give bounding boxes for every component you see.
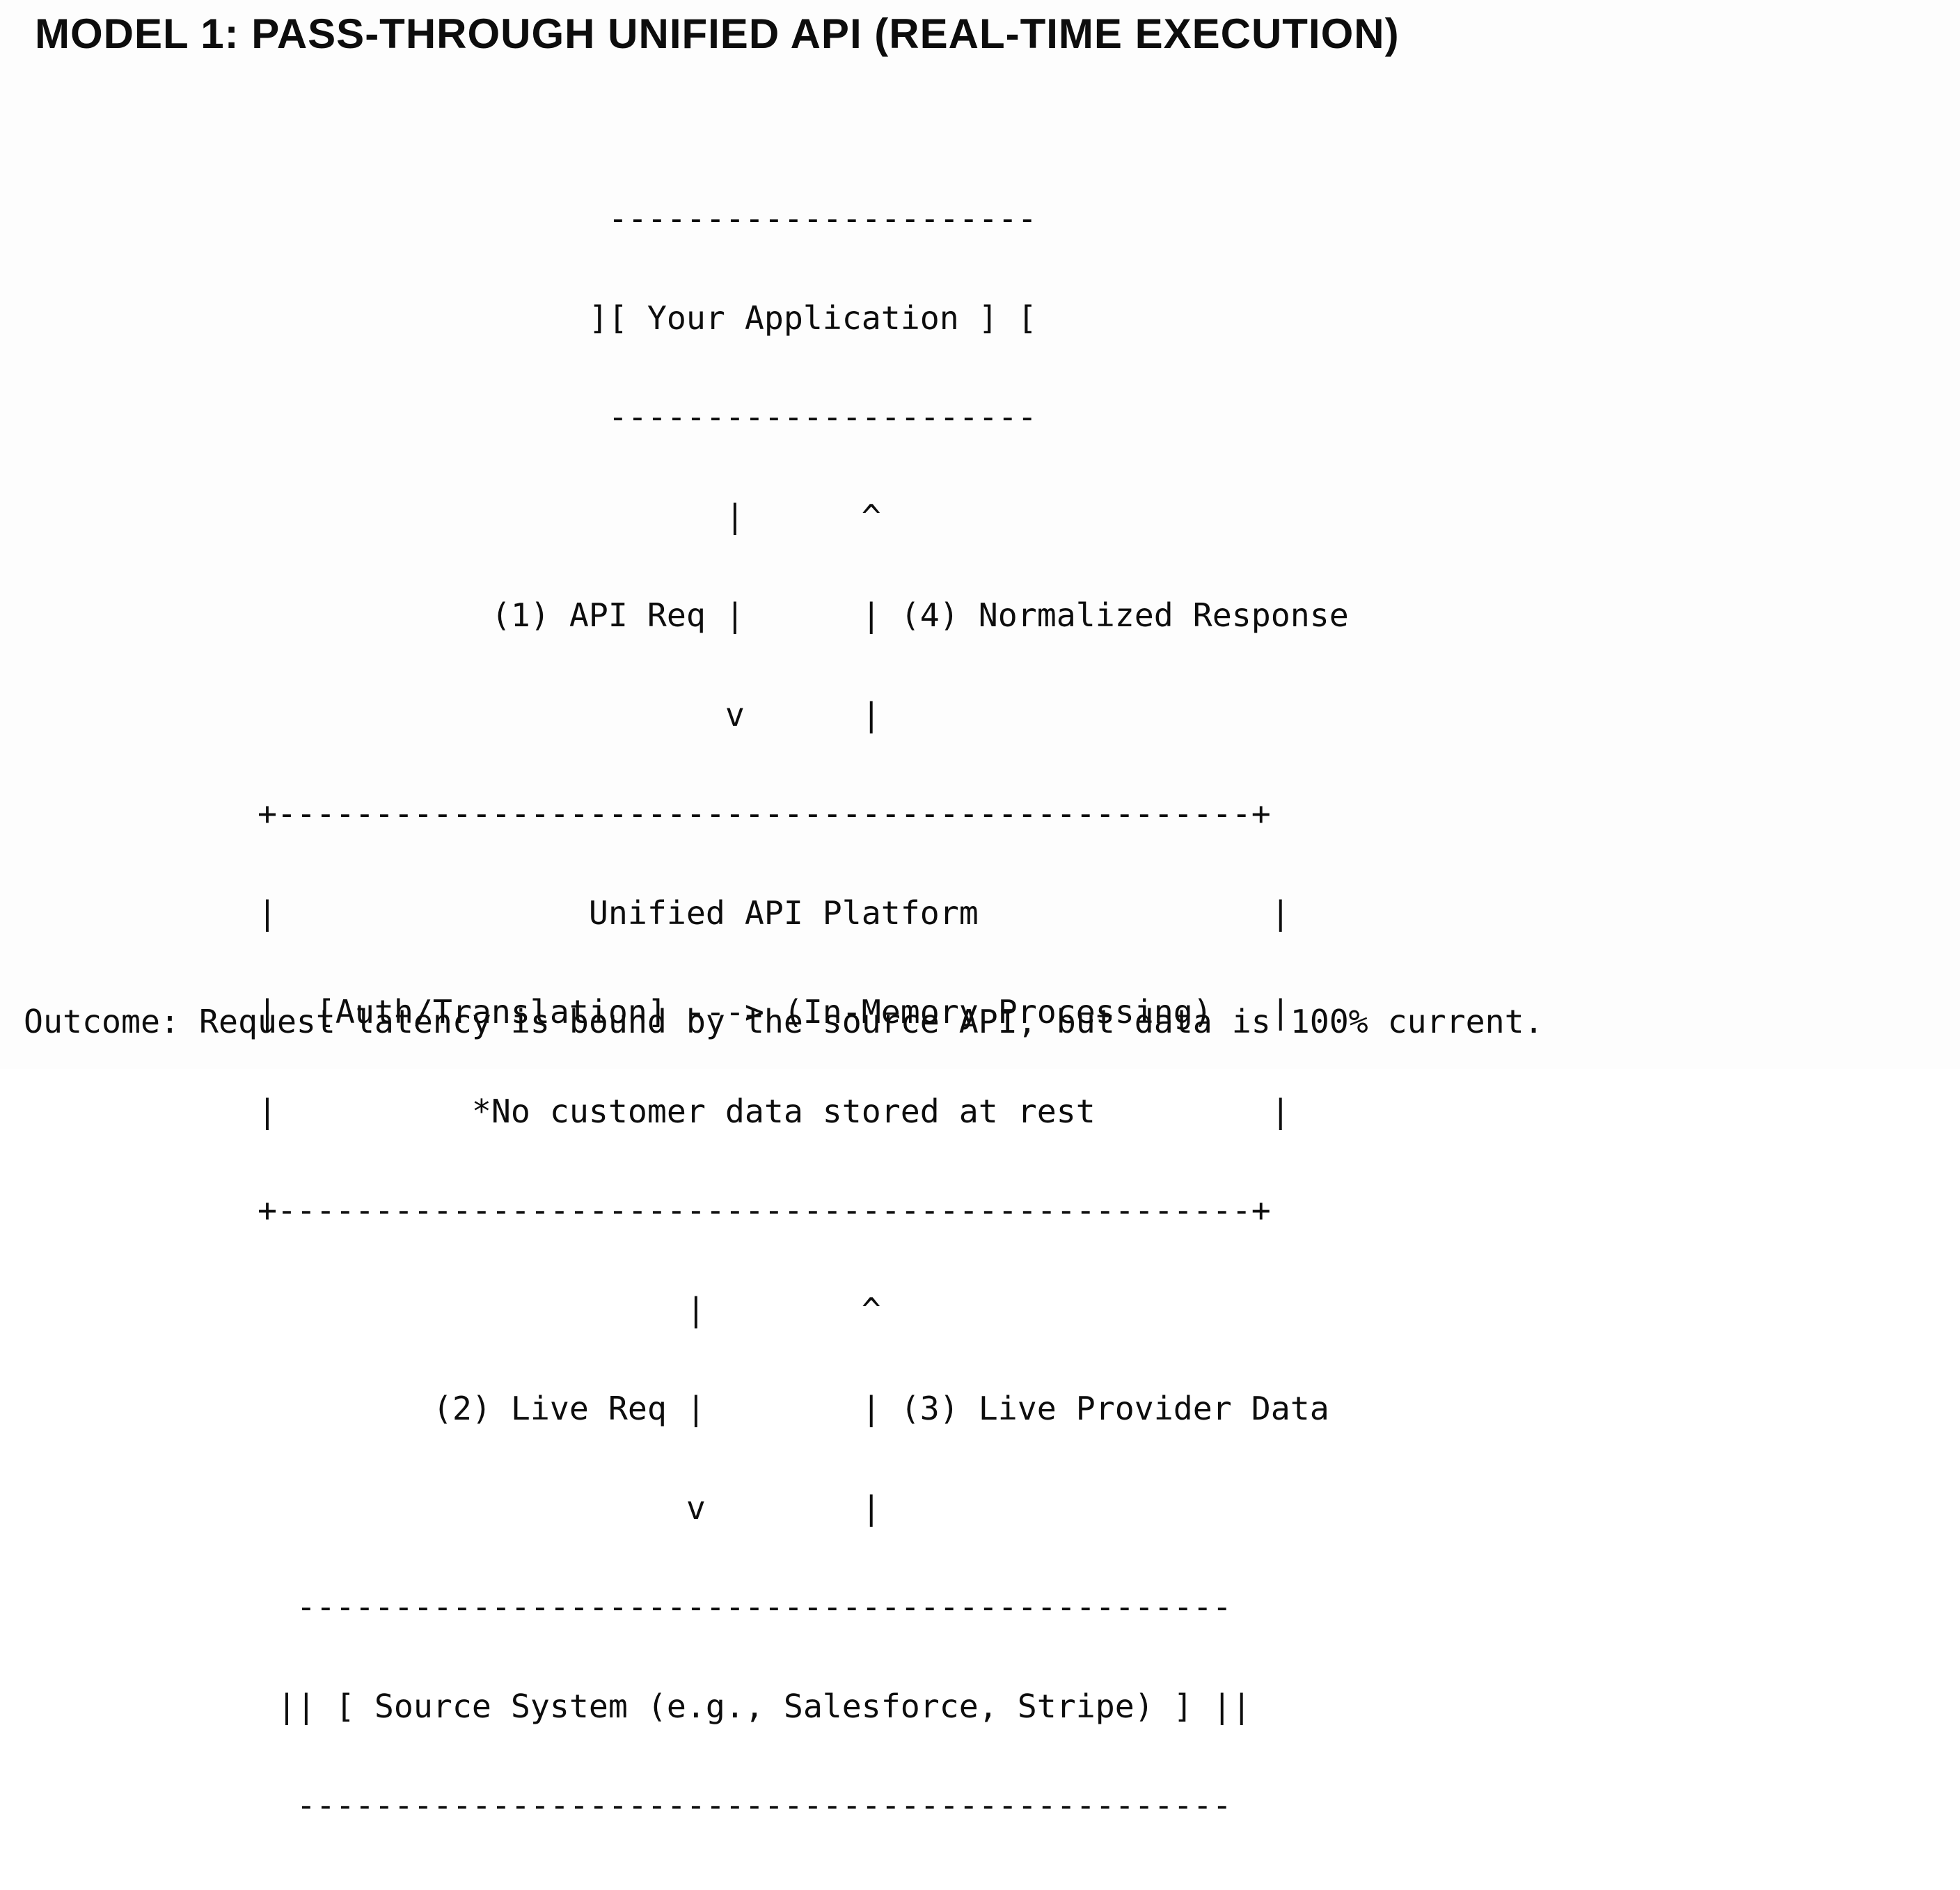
diagram-page: MODEL 1: PASS-THROUGH UNIFIED API (REAL-… (24, 10, 1544, 1822)
outcome-text: Outcome: Request latency is bound by the… (24, 1003, 1544, 1040)
diagram-line-edge1-edge4-labels: (1) API Req | | (4) Normalized Response (24, 596, 1349, 634)
diagram-line-source-node: || [ Source System (e.g., Salesforce, St… (24, 1687, 1251, 1725)
diagram-line-application-bottom-border: ---------------------- (24, 398, 1037, 436)
diagram-line-platform-auth-translation: | [Auth/Translation] ---> (In-Memory Pro… (24, 993, 1290, 1031)
diagram-line-edge2-arrowhead: v | (24, 1488, 881, 1527)
diagram-line-edge2-edge3-stems: | ^ (24, 1290, 881, 1328)
diagram-line-application-node: ][ Your Application ] [ (24, 299, 1037, 337)
diagram-line-edge1-edge4-stems: | ^ (24, 497, 881, 535)
diagram-line-source-bottom-border: ----------------------------------------… (24, 1786, 1232, 1824)
diagram-line-top-border: ---------------------- (24, 200, 1037, 237)
diagram-line-platform-top-border: +---------------------------------------… (24, 795, 1271, 832)
diagram-line-edge1-arrowhead: v | (24, 695, 881, 733)
diagram-line-platform-title: | Unified API Platform | (24, 894, 1290, 932)
diagram-line-edge2-edge3-labels: (2) Live Req | | (3) Live Provider Data (24, 1390, 1329, 1427)
diagram-line-platform-bottom-border: +---------------------------------------… (24, 1191, 1271, 1229)
diagram-line-platform-no-data-note: | *No customer data stored at rest | (24, 1092, 1290, 1130)
page-title: MODEL 1: PASS-THROUGH UNIFIED API (REAL-… (35, 10, 1400, 57)
diagram-line-source-top-border: ----------------------------------------… (24, 1588, 1232, 1626)
